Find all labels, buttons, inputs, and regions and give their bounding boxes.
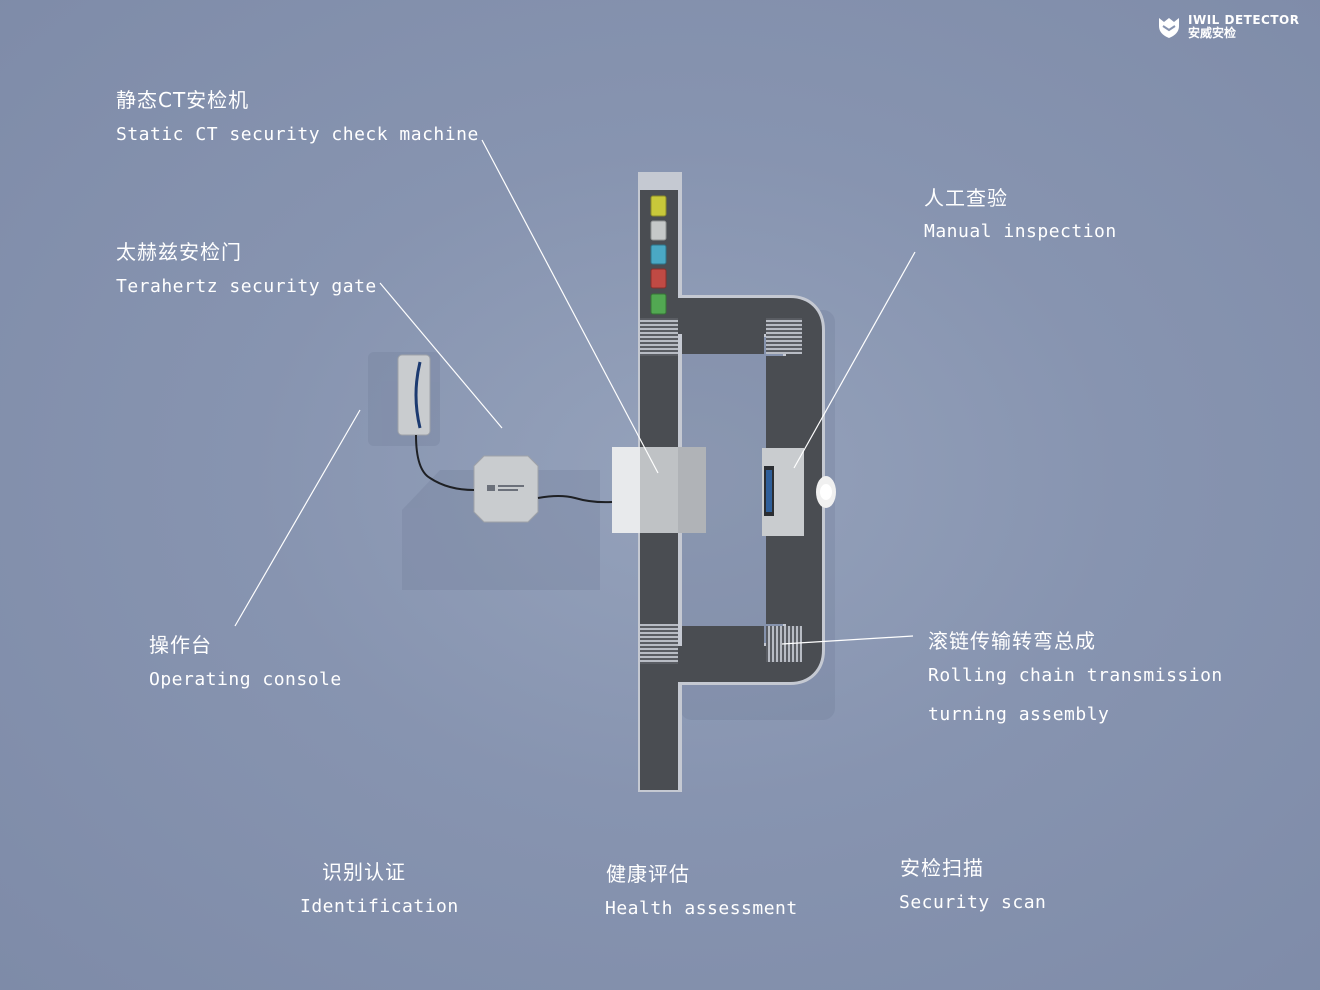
chain-label-en-1: Rolling chain transmission [928, 665, 1223, 686]
scan-label-en: Security scan [899, 892, 1047, 913]
manual-label-zh: 人工查验 [924, 186, 1008, 210]
chain-label-zh: 滚链传输转弯总成 [928, 629, 1096, 653]
brand-name-zh: 安威安检 [1188, 26, 1237, 40]
ct-label-zh: 静态CT安检机 [116, 88, 250, 112]
brand-name-en: IWIL DETECTOR [1188, 13, 1300, 27]
ct-label-en: Static CT security check machine [116, 124, 479, 145]
console-label-en: Operating console [149, 669, 342, 690]
manual-label-en: Manual inspection [924, 221, 1117, 242]
identification-label-en: Identification [300, 896, 459, 917]
ct-machine [612, 447, 706, 533]
chain-label-en-2: turning assembly [928, 704, 1110, 725]
operating-console [473, 455, 539, 523]
identification-label-zh: 识别认证 [322, 860, 406, 884]
cables [415, 434, 613, 504]
health-label-en: Health assessment [605, 898, 798, 919]
console-label-zh: 操作台 [149, 633, 212, 657]
shield-logo-icon [1159, 18, 1179, 38]
brand-logo: IWIL DETECTOR 安威安检 [1156, 14, 1299, 40]
leader-lines [234, 139, 916, 645]
terahertz-gate [397, 354, 431, 436]
bags [650, 195, 667, 315]
health-label-zh: 健康评估 [606, 862, 690, 886]
scan-label-zh: 安检扫描 [900, 856, 984, 880]
terahertz-label-en: Terahertz security gate [116, 276, 377, 297]
terahertz-label-zh: 太赫兹安检门 [116, 240, 242, 264]
